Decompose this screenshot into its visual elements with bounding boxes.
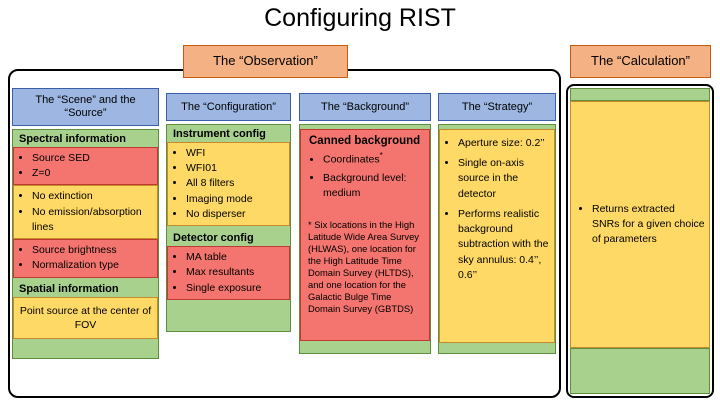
strategy-box: Aperture size: 0.2’’ Single on-axis sour… xyxy=(439,129,555,343)
calculation-header: The “Calculation” xyxy=(570,45,711,78)
canned-background-title: Canned background xyxy=(309,135,421,147)
background-footnote: * Six locations in the High Latitude Wid… xyxy=(308,218,419,314)
background-body: Canned background Coordinates* Backgroun… xyxy=(299,124,431,354)
bullet-item: Z=0 xyxy=(32,166,155,181)
scene-source-body: Spectral information Source SED Z=0 No e… xyxy=(12,129,159,359)
canned-background-box: Canned background Coordinates* Backgroun… xyxy=(300,129,430,341)
bullet-item: Source SED xyxy=(32,151,155,166)
background-column: The “Background” Canned background Coord… xyxy=(299,93,431,354)
calculation-green-bottom xyxy=(570,348,710,394)
scene-source-column: The “Scene” and the “Source” Spectral in… xyxy=(12,88,159,359)
bullet-item: Returns extracted SNRs for a given choic… xyxy=(592,202,705,248)
bullet-item: Single on-axis source in the detector xyxy=(458,156,552,202)
calculation-box: Returns extracted SNRs for a given choic… xyxy=(566,84,714,398)
bullet-item: MA table xyxy=(186,250,287,265)
bullet-item: WFI xyxy=(186,146,287,161)
detector-config-title: Detector config xyxy=(173,232,254,245)
bullet-item: Coordinates* xyxy=(323,150,423,167)
detector-config-box: MA table Max resultants Single exposure xyxy=(167,246,290,300)
extinction-box: No extinction No emission/absorption lin… xyxy=(13,185,158,240)
bullet-item: Performs realistic background subtractio… xyxy=(458,207,552,283)
bullet-item: No emission/absorption lines xyxy=(32,205,155,235)
configuration-column: The “Configuration” Instrument config WF… xyxy=(166,93,291,332)
bullet-item: Aperture size: 0.2’’ xyxy=(458,136,552,151)
instrument-config-title: Instrument config xyxy=(173,128,266,140)
brightness-box: Source brightness Normalization type xyxy=(13,239,158,278)
bullet-item: All 8 filters xyxy=(186,176,287,191)
strategy-body: Aperture size: 0.2’’ Single on-axis sour… xyxy=(438,124,556,354)
point-source-box: Point source at the center of FOV xyxy=(13,296,158,339)
bullet-item: Normalization type xyxy=(32,258,155,273)
scene-source-title: The “Scene” and the “Source” xyxy=(12,88,159,126)
configuration-body: Instrument config WFI WFI01 All 8 filter… xyxy=(166,124,291,332)
observation-header: The “Observation” xyxy=(183,45,348,78)
strategy-column: The “Strategy” Aperture size: 0.2’’ Sing… xyxy=(438,93,556,354)
bullet-item: Background level: medium xyxy=(323,171,423,200)
bullet-item: WFI01 xyxy=(186,161,287,176)
coordinates-label: Coordinates xyxy=(323,153,380,166)
background-title: The “Background” xyxy=(299,93,431,121)
bullet-item: Source brightness xyxy=(32,243,155,258)
strategy-title: The “Strategy” xyxy=(438,93,556,121)
calculation-result-box: Returns extracted SNRs for a given choic… xyxy=(570,101,710,348)
source-sed-box: Source SED Z=0 xyxy=(13,147,158,186)
bullet-item: Max resultants xyxy=(186,265,287,280)
page-title: Configuring RIST xyxy=(264,4,456,32)
bullet-item: Single exposure xyxy=(186,281,287,296)
bullet-item: No disperser xyxy=(186,207,287,222)
calculation-green-top xyxy=(570,88,710,101)
footnote-marker: * xyxy=(379,151,383,160)
instrument-config-box: WFI WFI01 All 8 filters Imaging mode No … xyxy=(167,142,290,227)
bullet-item: Imaging mode xyxy=(186,192,287,207)
spectral-information-title: Spectral information xyxy=(19,133,126,145)
configuration-title: The “Configuration” xyxy=(166,93,291,121)
spatial-information-title: Spatial information xyxy=(19,282,119,295)
bullet-item: No extinction xyxy=(32,189,155,204)
